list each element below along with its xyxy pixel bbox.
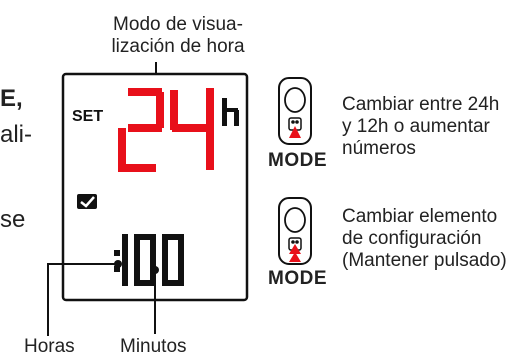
minutes-label: Minutos xyxy=(120,336,187,357)
mode-button-icon xyxy=(278,197,312,265)
mode-button-label-2: MODE xyxy=(268,268,327,289)
hours-leader-dot xyxy=(114,260,122,268)
mode-label: Modo de visua- lización de hora xyxy=(111,14,245,57)
set-label: SET xyxy=(72,108,104,125)
small-digits xyxy=(114,234,184,286)
hours-leader-line xyxy=(47,263,118,336)
big-digit-2 xyxy=(118,88,164,172)
big-digit-4 xyxy=(170,88,214,170)
cut-text-line-1: E, xyxy=(0,85,23,112)
mode-description-2: Cambiar elemento de configuración (Mante… xyxy=(342,206,507,271)
cut-text-line-2: ali- xyxy=(0,121,33,148)
minutes-leader-dot xyxy=(151,266,159,274)
cut-text-line-3: se xyxy=(0,206,26,233)
clock-icon xyxy=(77,194,97,209)
hours-label: Horas xyxy=(24,336,75,357)
mode-button-label-1: MODE xyxy=(268,150,327,171)
mode-description-1: Cambiar entre 24h y 12h o aumentar númer… xyxy=(342,94,500,159)
unit-h xyxy=(222,98,239,126)
mode-button-icon xyxy=(278,77,312,145)
